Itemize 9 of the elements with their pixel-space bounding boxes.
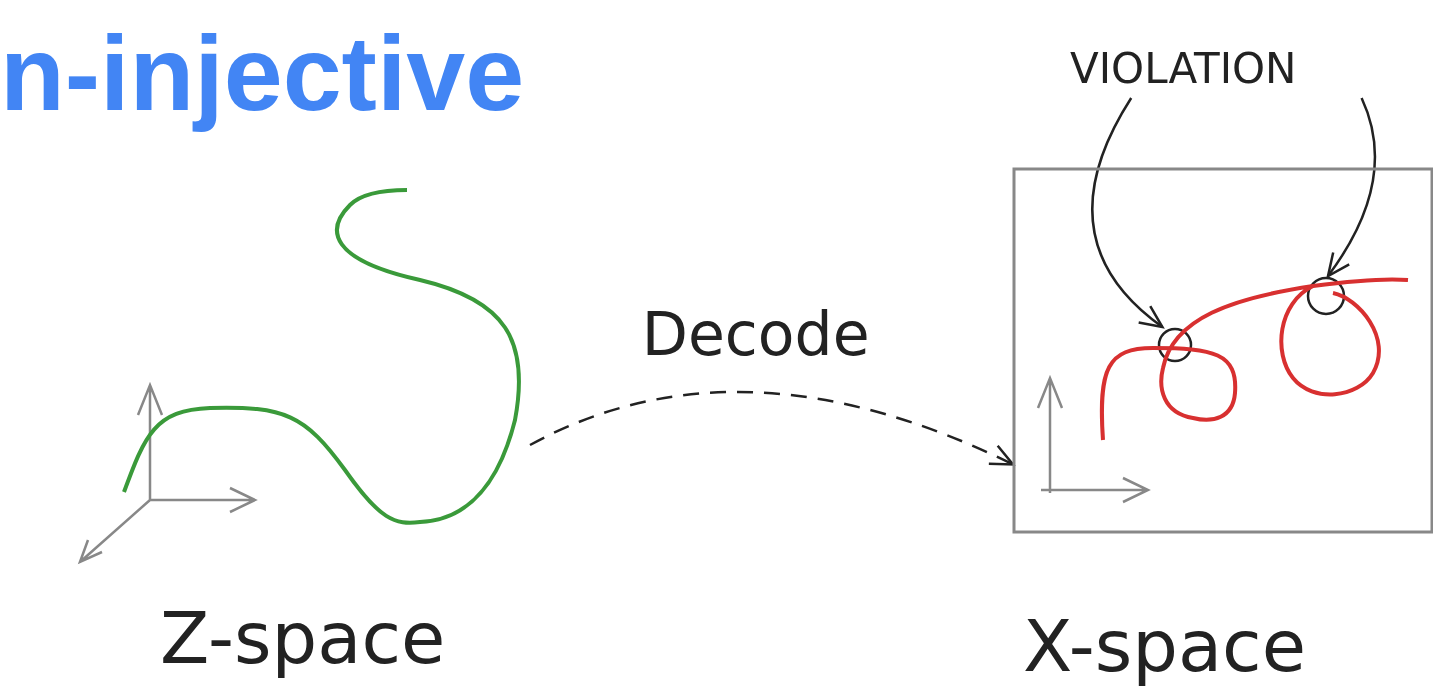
space-label: Z-space — [160, 596, 447, 680]
callout-text: VIOLATION — [1070, 40, 1430, 98]
space-label: X-space — [1023, 604, 1307, 688]
title: n-injective — [0, 13, 525, 134]
arrow — [529, 391, 1015, 466]
leader-arrow — [1091, 97, 1164, 329]
crossing-circle — [1157, 327, 1193, 363]
leader-arrow — [1326, 97, 1377, 278]
crossing-circle — [1306, 276, 1346, 316]
